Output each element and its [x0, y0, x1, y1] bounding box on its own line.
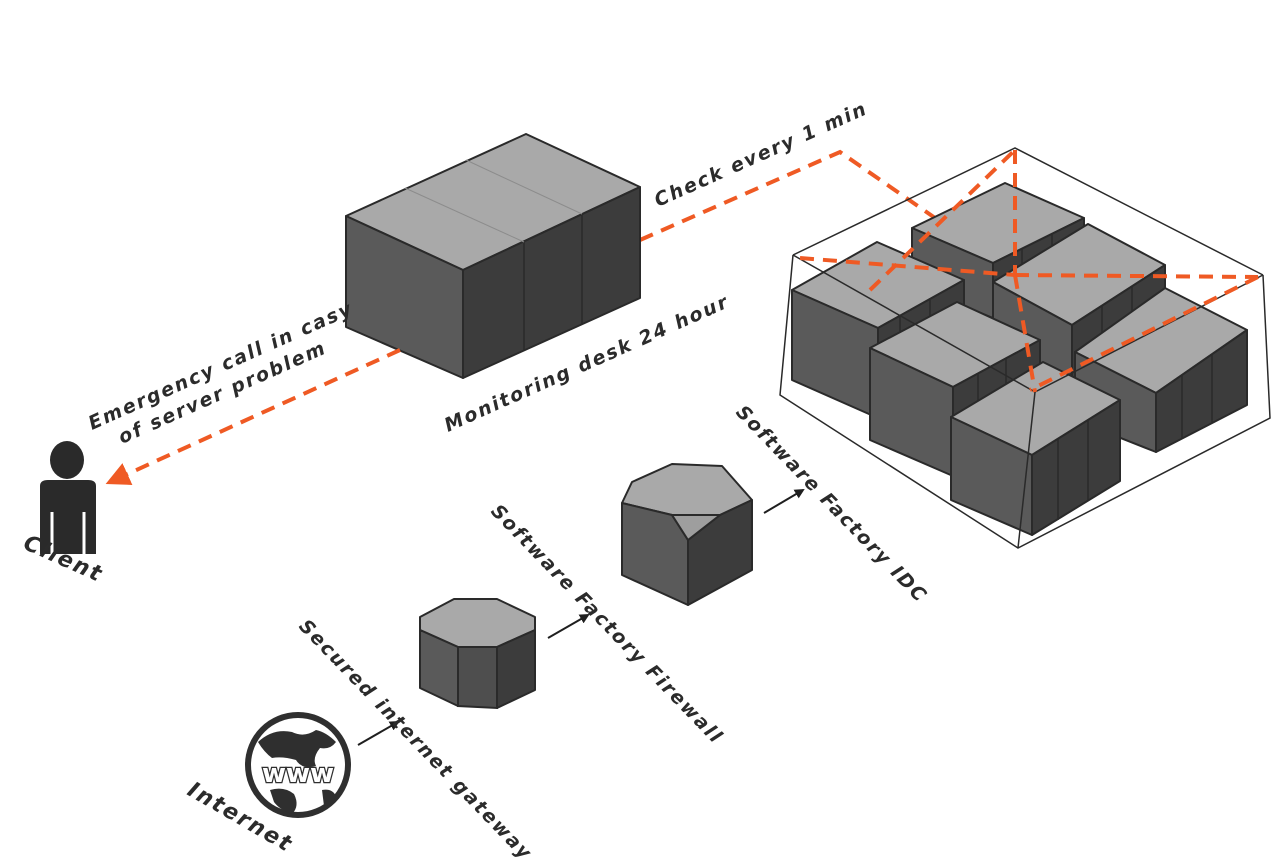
client-person [40, 441, 96, 554]
octagon-prism-icon [419, 598, 536, 710]
label-emergency-line1: Emergency call in casy [85, 298, 357, 435]
idc-cluster [779, 147, 1271, 549]
server-block-icon [345, 133, 641, 379]
idc-distribution-lines [799, 148, 1259, 393]
chamfered-cube-icon [621, 463, 753, 606]
monitoring-desk [345, 133, 641, 379]
globe-icon: www [245, 712, 351, 818]
flow-arrows [357, 488, 805, 746]
firewall-device [621, 463, 753, 606]
emergency-call-arrow [105, 348, 401, 485]
globe-www-text: www [262, 759, 334, 789]
gateway-device [419, 598, 536, 710]
person-icon [40, 441, 96, 554]
internet-globe: www [245, 712, 351, 818]
server-rack-cluster-icon [779, 147, 1271, 549]
